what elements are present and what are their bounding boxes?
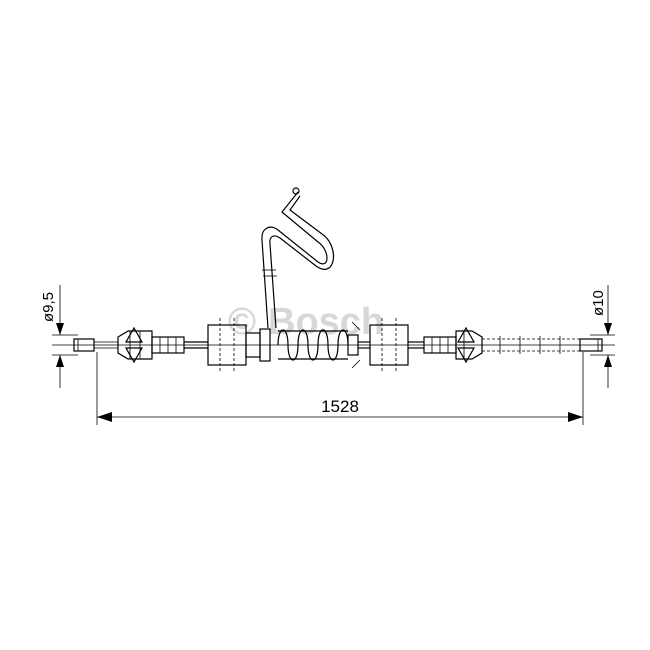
right-diameter-arrow-bottom: [604, 355, 612, 367]
watermark-copyright-symbol: ©: [228, 301, 256, 343]
cable-assembly: [52, 187, 615, 372]
watermark: © Bosch: [228, 301, 384, 343]
right-sleeve: [482, 336, 580, 354]
lever-hook: [261, 187, 335, 329]
watermark-brand: Bosch: [268, 301, 384, 343]
right-diameter-arrow-top: [604, 323, 612, 335]
right-clip: [423, 326, 483, 364]
length-arrow-left: [97, 412, 112, 422]
left-end-fitting: [73, 338, 118, 352]
right-housing-block: [369, 318, 424, 372]
left-clip: [117, 326, 185, 364]
left-diameter-label: ø9,5: [40, 292, 57, 322]
spring-coil: [277, 321, 361, 369]
left-diameter-arrow-top: [56, 323, 64, 335]
length-label: 1528: [321, 397, 359, 416]
left-diameter-arrow-bottom: [56, 355, 64, 367]
right-end-fitting: [579, 338, 603, 352]
left-diameter-callout: ø9,5: [40, 285, 78, 388]
length-dimension: 1528: [96, 352, 584, 425]
left-housing-block: [207, 318, 271, 372]
length-arrow-right: [568, 412, 583, 422]
right-diameter-callout: ø10: [590, 285, 615, 388]
right-diameter-label: ø10: [590, 290, 607, 316]
left-end-nipple: [73, 338, 95, 352]
